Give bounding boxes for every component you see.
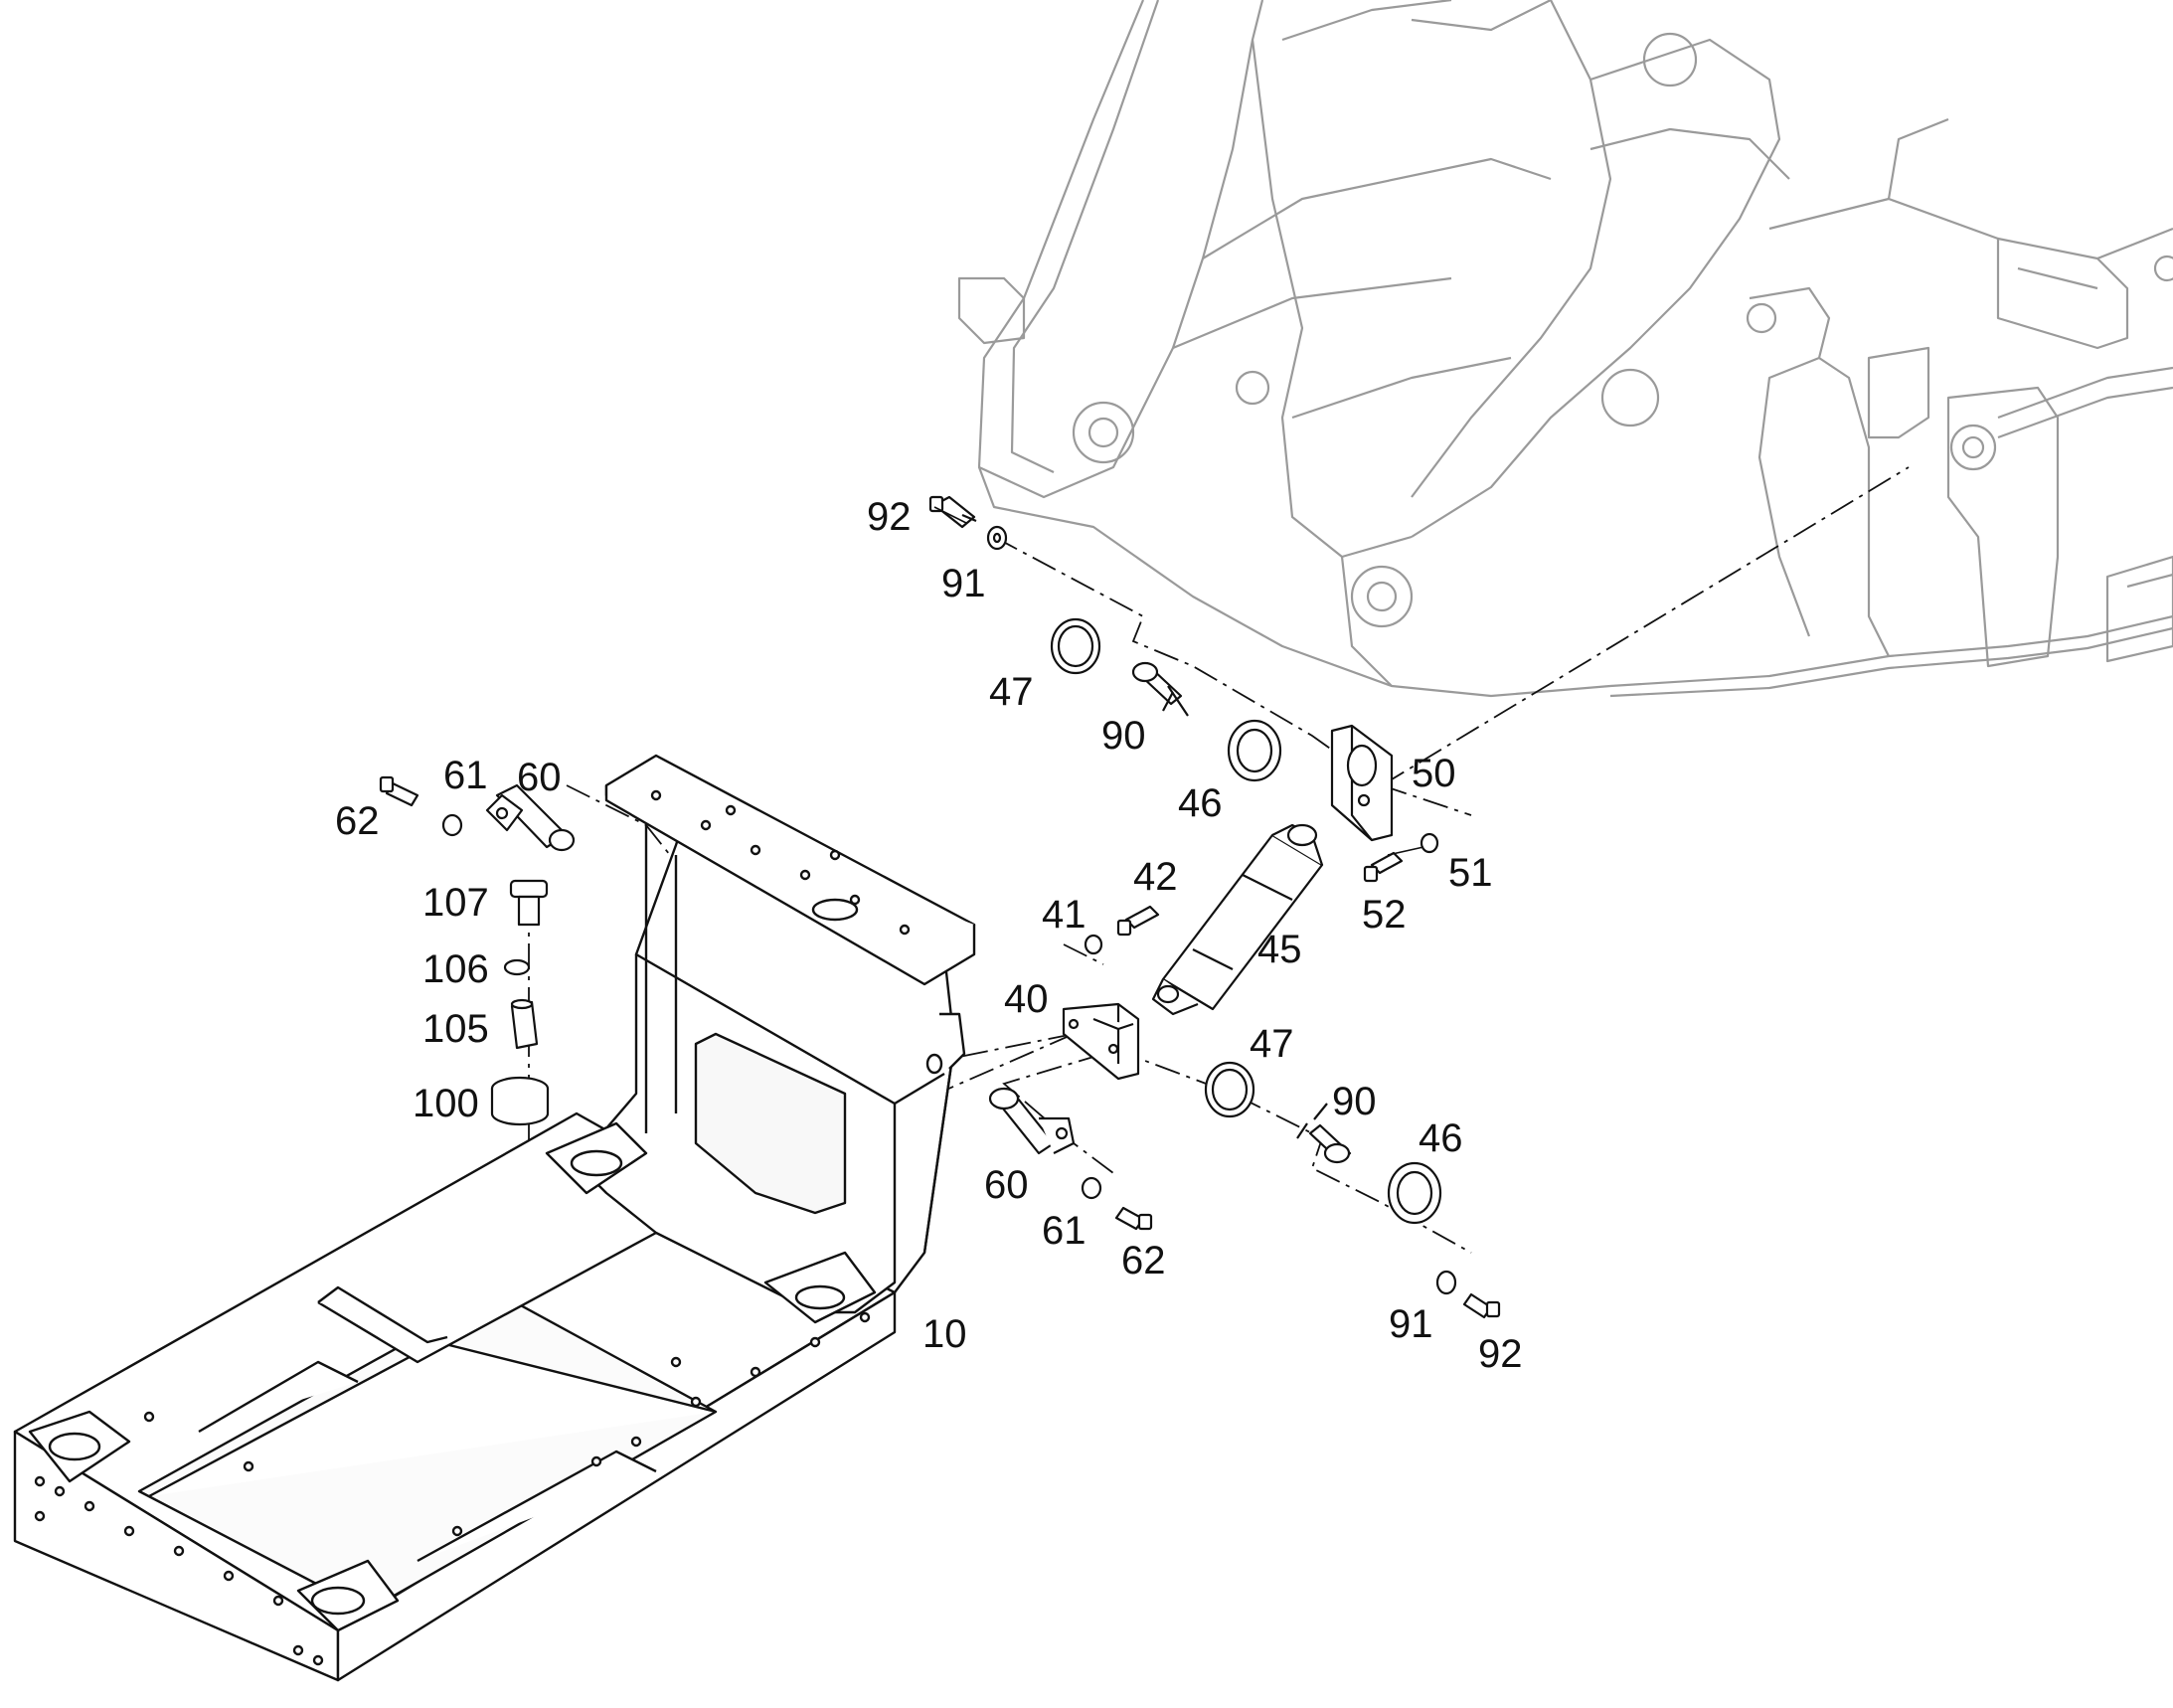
callout-10: 10 bbox=[922, 1312, 967, 1356]
bolt-52 bbox=[1363, 851, 1404, 883]
callout-62-top: 62 bbox=[335, 799, 380, 843]
washer-106 bbox=[503, 958, 531, 976]
callout-52: 52 bbox=[1362, 893, 1407, 937]
callout-100: 100 bbox=[413, 1082, 479, 1125]
callout-61-top: 61 bbox=[443, 754, 488, 797]
callout-46-top: 46 bbox=[1178, 781, 1223, 825]
callout-41: 41 bbox=[1042, 893, 1086, 937]
callout-51: 51 bbox=[1448, 851, 1493, 895]
callout-62-bottom: 62 bbox=[1121, 1239, 1166, 1282]
upper-frame-ghost bbox=[957, 0, 2173, 698]
callout-45: 45 bbox=[1257, 928, 1302, 971]
washer-61-bottom bbox=[1081, 1176, 1102, 1200]
callout-40: 40 bbox=[1004, 977, 1049, 1021]
bolt-92-bottom bbox=[1462, 1292, 1501, 1319]
callout-90-top: 90 bbox=[1101, 714, 1146, 758]
frame-tower bbox=[545, 754, 976, 1324]
callout-47-top: 47 bbox=[989, 670, 1034, 714]
pin-90-top bbox=[1131, 661, 1189, 717]
mount-100 bbox=[490, 1076, 550, 1126]
callout-60-top: 60 bbox=[517, 756, 562, 799]
callout-61-bottom: 61 bbox=[1042, 1209, 1086, 1253]
callout-106: 106 bbox=[422, 947, 489, 991]
pin-60-bottom bbox=[988, 1087, 1076, 1155]
callout-47-bottom: 47 bbox=[1250, 1022, 1294, 1066]
callout-92-top: 92 bbox=[867, 495, 912, 539]
callout-42: 42 bbox=[1133, 855, 1178, 899]
pin-90-bottom bbox=[1296, 1103, 1352, 1164]
callout-105: 105 bbox=[422, 1007, 489, 1051]
callout-90-bottom: 90 bbox=[1332, 1080, 1377, 1123]
sleeve-105 bbox=[510, 998, 539, 1050]
washer-41 bbox=[1084, 934, 1103, 955]
leader-lines bbox=[933, 506, 1424, 856]
cylinder-45 bbox=[1151, 823, 1324, 1016]
callout-46-bottom: 46 bbox=[1419, 1116, 1463, 1160]
bolt-107 bbox=[509, 879, 549, 927]
callout-60-bottom: 60 bbox=[984, 1163, 1029, 1207]
callout-50: 50 bbox=[1412, 752, 1456, 795]
small-parts bbox=[379, 495, 1501, 1319]
callout-92-bottom: 92 bbox=[1478, 1332, 1523, 1376]
bolt-42 bbox=[1116, 905, 1160, 937]
washer-61-top bbox=[441, 813, 463, 837]
bracket-50 bbox=[1330, 724, 1394, 842]
washer-51 bbox=[1420, 832, 1439, 854]
washer-91-bottom bbox=[1435, 1270, 1457, 1295]
pin-60-top bbox=[485, 783, 576, 852]
callout-91-bottom: 91 bbox=[1389, 1302, 1433, 1346]
bracket-40 bbox=[1062, 1002, 1140, 1081]
bolt-62-bottom bbox=[1114, 1206, 1153, 1231]
callout-91-top: 91 bbox=[941, 562, 986, 605]
bolt-62-top bbox=[379, 775, 419, 807]
bolt-92-top bbox=[928, 495, 977, 529]
callout-107: 107 bbox=[422, 881, 489, 925]
